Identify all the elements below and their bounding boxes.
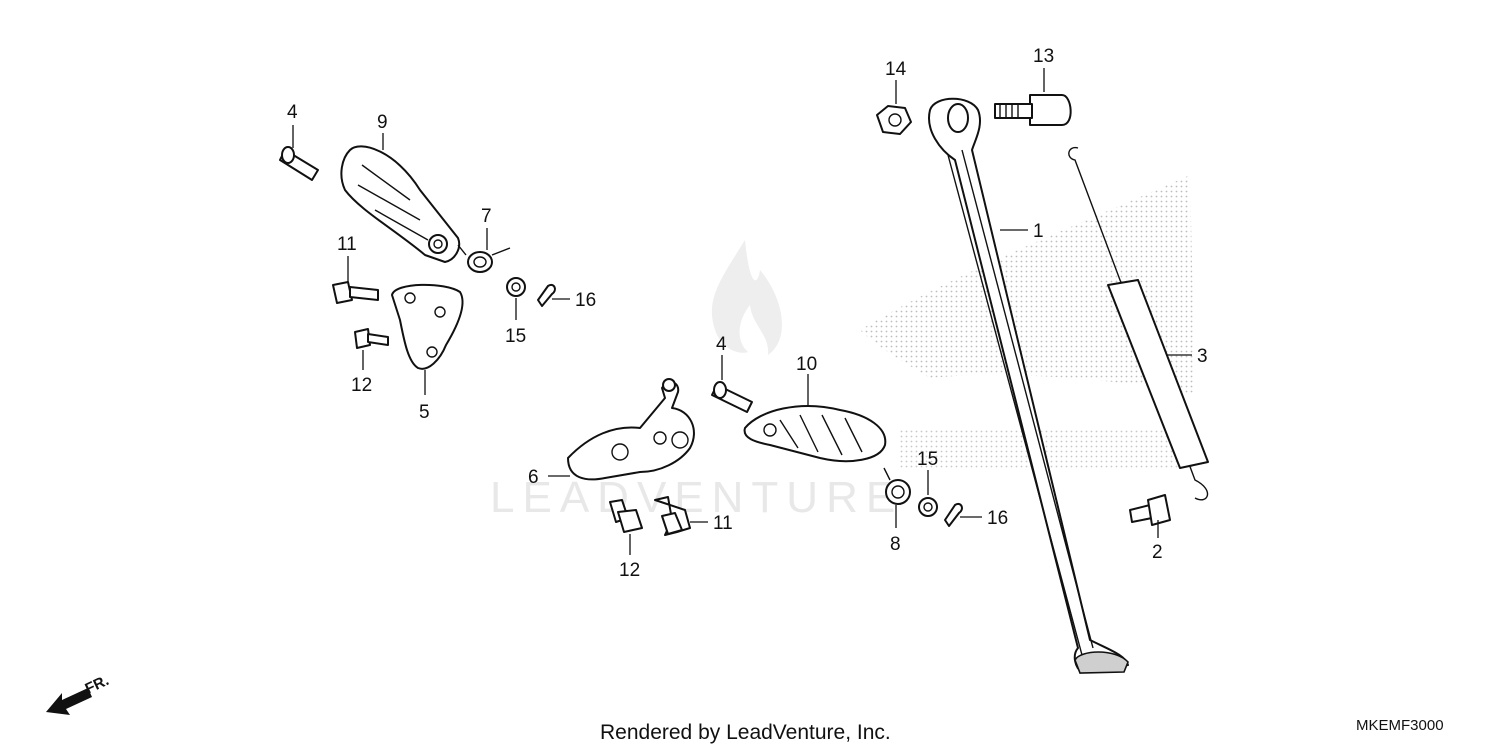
washer bbox=[506, 277, 526, 297]
flame-watermark bbox=[711, 240, 782, 355]
right-step-bracket bbox=[567, 378, 695, 481]
spring-pin bbox=[1129, 494, 1171, 526]
washer bbox=[918, 497, 938, 517]
flange-bolt-short bbox=[609, 499, 643, 533]
front-arrow-icon bbox=[46, 688, 92, 715]
callout-1: 1 bbox=[1033, 221, 1044, 242]
side-stand-spring bbox=[1068, 146, 1209, 501]
step-pin bbox=[279, 146, 319, 181]
front-label: FR. bbox=[83, 672, 112, 698]
flange-bolt bbox=[332, 281, 379, 304]
callout-10: 10 bbox=[796, 354, 817, 375]
side-stand bbox=[928, 97, 1129, 674]
leader-lines bbox=[292, 68, 1192, 555]
brand-watermark-text: LEADVENTURE bbox=[490, 473, 903, 522]
callout-3: 3 bbox=[1197, 346, 1208, 367]
cotter-pin bbox=[944, 503, 963, 527]
left-footpeg bbox=[340, 145, 461, 263]
callout-13: 13 bbox=[1033, 46, 1054, 67]
right-footpeg bbox=[743, 405, 887, 463]
left-step-bracket bbox=[391, 283, 464, 370]
callout-14: 14 bbox=[885, 59, 907, 80]
callout-12: 12 bbox=[351, 375, 372, 396]
callout-6: 6 bbox=[528, 467, 539, 488]
callout-15: 15 bbox=[505, 326, 526, 347]
callout-8: 8 bbox=[890, 534, 901, 555]
cotter-pin bbox=[537, 284, 556, 307]
callout-7: 7 bbox=[481, 206, 492, 227]
front-direction-indicator: FR. bbox=[46, 672, 112, 715]
callout-16: 16 bbox=[987, 508, 1008, 529]
callout-4: 4 bbox=[287, 102, 298, 123]
pivot-bolt bbox=[994, 94, 1072, 126]
callout-11: 11 bbox=[713, 513, 733, 534]
callout-15: 15 bbox=[917, 449, 938, 470]
step-pin bbox=[711, 381, 753, 413]
callout-9: 9 bbox=[377, 112, 388, 133]
callout-2: 2 bbox=[1152, 542, 1163, 563]
callout-12: 12 bbox=[619, 560, 640, 581]
brand-wing-watermark bbox=[860, 175, 1195, 470]
nut bbox=[876, 105, 912, 135]
rendered-by-footer: Rendered by LeadVenture, Inc. bbox=[600, 721, 891, 744]
callouts: 1 2 3 4 4 5 6 7 8 9 10 11 11 12 12 13 14… bbox=[287, 46, 1208, 581]
callout-16: 16 bbox=[575, 290, 596, 311]
flange-bolt bbox=[654, 496, 691, 536]
callout-11: 11 bbox=[337, 234, 357, 255]
diagram-code: MKEMF3000 bbox=[1356, 717, 1444, 734]
right-step-spring bbox=[883, 467, 911, 505]
left-step-spring bbox=[457, 244, 511, 273]
callout-5: 5 bbox=[419, 402, 430, 423]
flange-bolt-short bbox=[354, 328, 389, 349]
callout-4: 4 bbox=[716, 334, 727, 355]
